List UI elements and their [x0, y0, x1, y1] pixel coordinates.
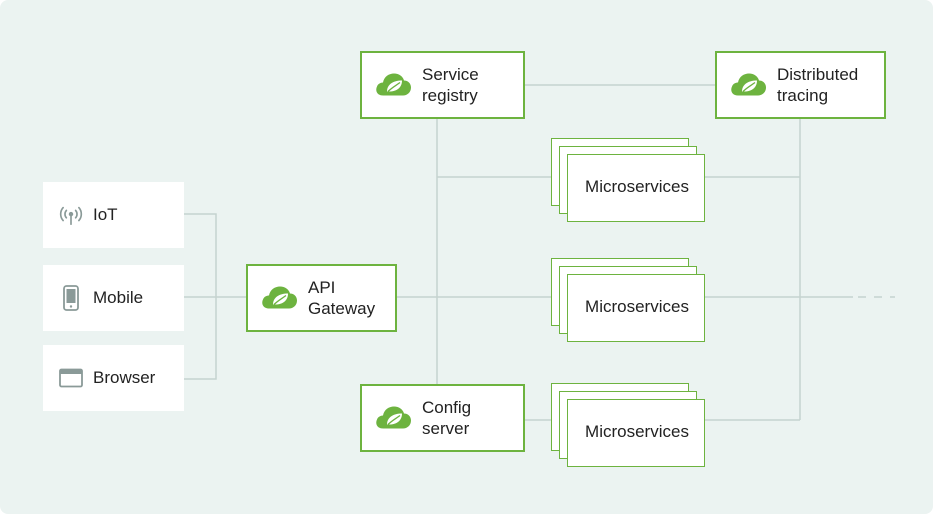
microservices-stack-3: Microservices [551, 383, 705, 467]
stack-card-front: Microservices [567, 154, 705, 222]
client-mobile: Mobile [43, 265, 184, 331]
client-label: Browser [93, 368, 156, 387]
spring-leaf-icon [374, 69, 412, 102]
microservices-stack-1: Microservices [551, 138, 705, 222]
browser-window-icon [59, 366, 83, 390]
node-label: Config server [422, 398, 472, 438]
microservices-stack-2: Microservices [551, 258, 705, 342]
api-gateway-node: API Gateway [246, 264, 397, 332]
spring-leaf-icon [729, 69, 767, 102]
node-label: API Gateway [308, 278, 376, 318]
config-server-node: Config server [360, 384, 525, 452]
microservices-label: Microservices [585, 297, 689, 316]
spring-leaf-icon [374, 402, 412, 435]
service-registry-node: Service registry [360, 51, 525, 119]
stack-card-front: Microservices [567, 399, 705, 467]
antenna-icon [59, 203, 83, 227]
microservices-label: Microservices [585, 422, 689, 441]
node-label: Distributed tracing [777, 65, 859, 105]
client-iot: IoT [43, 182, 184, 248]
client-label: IoT [93, 205, 118, 224]
microservices-label: Microservices [585, 177, 689, 196]
client-browser: Browser [43, 345, 184, 411]
mobile-phone-icon [59, 285, 83, 311]
spring-leaf-icon [260, 282, 298, 315]
stack-card-front: Microservices [567, 274, 705, 342]
node-label: Service registry [422, 65, 479, 105]
distributed-tracing-node: Distributed tracing [715, 51, 886, 119]
client-label: Mobile [93, 288, 144, 307]
